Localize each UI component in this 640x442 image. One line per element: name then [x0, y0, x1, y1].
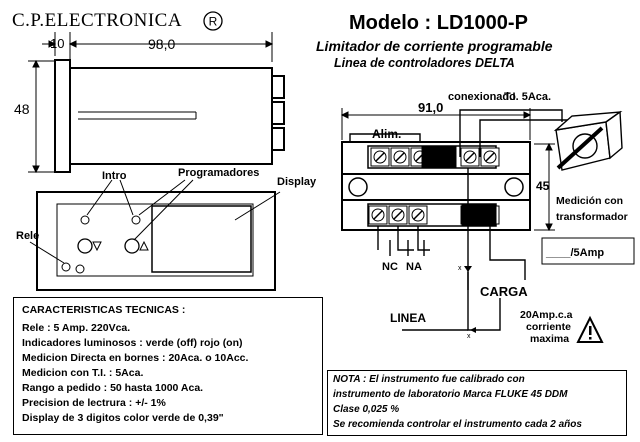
dim-connection-width: 91,0 [418, 100, 443, 115]
registered-mark: R [203, 11, 223, 31]
subtitle-1: Limitador de corriente programable [316, 38, 553, 54]
dim-front-depth: 10 [50, 36, 64, 51]
label-carga: CARGA [480, 284, 528, 299]
terminal-screw [460, 147, 480, 167]
terminal-fills [421, 145, 497, 227]
terminal-screw [480, 147, 500, 167]
arrow-mark-1: x [458, 265, 462, 272]
spec-line: Precision de lectrura : +/- 1% [22, 397, 166, 409]
specs-title: CARACTERISTICAS TECNICAS : [22, 304, 186, 316]
label-medicion-1: Medición con [556, 195, 623, 207]
registered-letter: R [209, 15, 218, 29]
label-display: Display [277, 176, 317, 188]
spec-line: Rele : 5 Amp. 220Vca. [22, 322, 131, 334]
spec-line: Medicion Directa en bornes : 20Aca. o 10… [22, 352, 249, 364]
terminal-screw [368, 205, 388, 225]
terminal-screw [370, 147, 390, 167]
label-alim: Alim. [372, 127, 401, 141]
label-intro: Intro [102, 170, 127, 182]
spec-line: Indicadores luminosos : verde (off) rojo… [22, 337, 243, 349]
spec-line: Display de 3 digitos color verde de 0,39… [22, 412, 224, 424]
dim-body-length: 98,0 [148, 36, 175, 52]
note-line: NOTA : El instrumento fue calibrado con [333, 374, 525, 385]
label-rele: Rele [16, 230, 39, 242]
front-panel-drawing: Intro Programadores Display Rele [16, 167, 317, 291]
terminal-screw [388, 205, 408, 225]
note-line: instrumento de laboratorio Marca FLUKE 4… [333, 389, 568, 400]
terminal-screw [408, 205, 428, 225]
note-line: Clase 0,025 % [333, 404, 400, 415]
label-current-1: 20Amp.c.a [520, 309, 573, 321]
wiring-diagram: conexionado 91,0 Alim. T.I. 5Aca. 45 Med… [340, 91, 635, 345]
dim-height: 48 [14, 101, 30, 117]
terminal-screw [390, 147, 410, 167]
specs-box: CARACTERISTICAS TECNICAS : Rele : 5 Amp.… [13, 297, 323, 435]
label-programadores: Programadores [178, 167, 259, 179]
side-view-drawing: 10 98,0 48 [14, 32, 285, 174]
label-na: NA [406, 261, 422, 273]
company-name: C.P.ELECTRONICA [12, 10, 183, 31]
model-title: Modelo : LD1000-P [349, 12, 528, 34]
label-ti: T.I. 5Aca. [504, 91, 551, 103]
arrow-mark-2: x [467, 333, 471, 340]
label-conexionado: conexionado [448, 91, 516, 103]
label-nc: NC [382, 261, 398, 273]
dim-connection-height: 45 [536, 179, 550, 193]
note-box: NOTA : El instrumento fue calibrado con … [327, 370, 627, 436]
label-current-2: corriente [526, 321, 571, 333]
label-linea: LINEA [390, 311, 426, 325]
label-medicion-2: transformador [556, 211, 628, 223]
label-current-3: maxima [530, 333, 569, 345]
spec-line: Medicion con T.I. : 5Aca. [22, 367, 144, 379]
spec-line: Rango a pedido : 50 hasta 1000 Aca. [22, 382, 204, 394]
subtitle-2: Linea de controladores DELTA [334, 56, 515, 70]
label-ratio: ____/5Amp [545, 247, 604, 259]
note-line: Se recomienda controlar el instrumento c… [333, 419, 582, 430]
